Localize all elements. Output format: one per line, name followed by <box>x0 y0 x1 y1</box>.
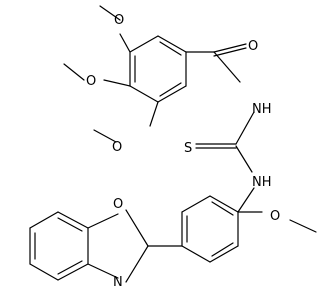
atom-nh-aryl: NH <box>252 175 272 190</box>
methoxy-groups: O O O <box>63 5 159 155</box>
atom-n-oxazole: N <box>113 275 123 290</box>
atom-s-thio: S <box>184 141 192 156</box>
atom-o-oxazole: O <box>113 197 123 212</box>
atom-o-methoxy-left: O <box>86 74 96 89</box>
trimethoxyphenyl-ring <box>129 35 187 103</box>
atom-o-methoxy-aryl: O <box>270 209 280 224</box>
atom-o-carbonyl: O <box>248 39 258 54</box>
atom-o-top: O <box>114 13 124 28</box>
atom-nh-amide: NH <box>252 102 272 117</box>
carbonyl-group: O <box>185 39 258 83</box>
thiourea-linker: NH S NH <box>184 102 272 213</box>
methoxyphenyl-ring: O <box>181 195 317 263</box>
atom-o-methoxy-bottom: O <box>112 140 122 155</box>
benzoxazole-system: O N <box>29 197 183 290</box>
